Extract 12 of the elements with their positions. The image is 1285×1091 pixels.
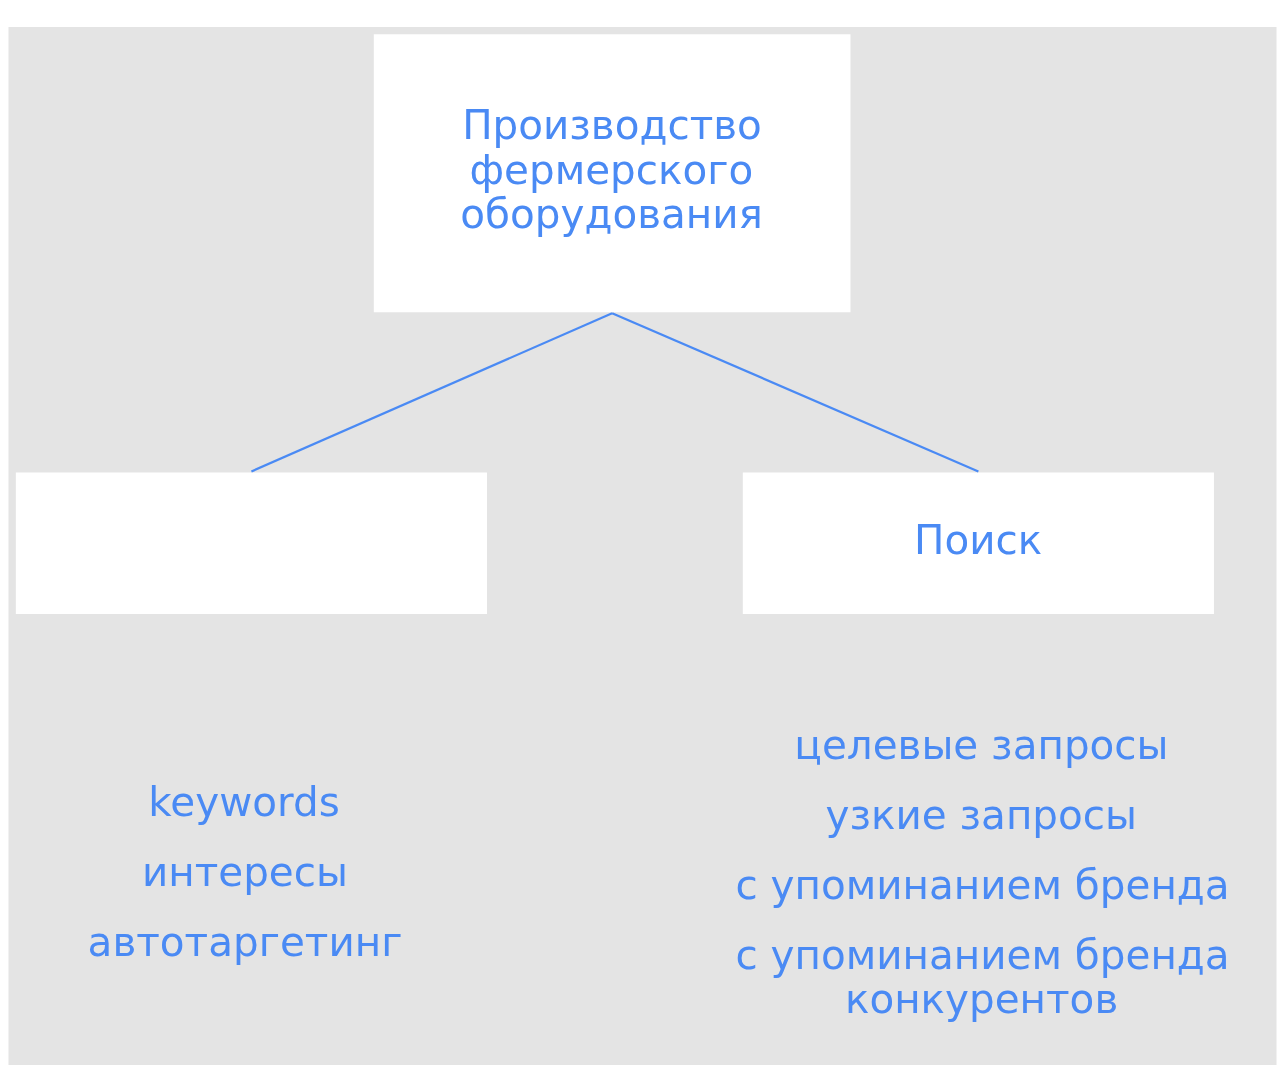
node-label: с упоминанием бренда [735,860,1230,909]
node-label: интересы [141,847,348,896]
connector [250,311,613,472]
connector [611,311,979,472]
node-box: Производство фермерского оборудования [373,33,851,312]
node-label: узкие запросы [825,790,1138,839]
node-box [15,471,487,614]
node-box: Поиск [742,471,1214,614]
node-label: с упоминанием бренда конкурентов [735,930,1230,1023]
node-label: целевые запросы [794,720,1169,769]
node-label: автотаргетинг [87,917,403,966]
node-label: keywords [148,777,340,826]
